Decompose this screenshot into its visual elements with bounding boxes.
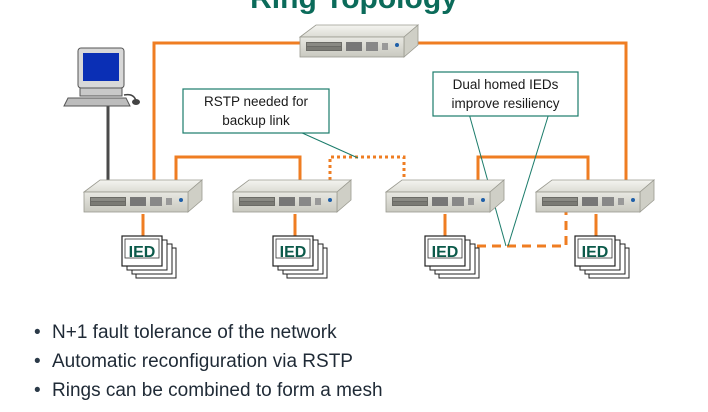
callout-dual-line2: improve resiliency bbox=[451, 96, 560, 111]
network-switch-icon bbox=[299, 24, 419, 58]
link-top-left bbox=[152, 41, 300, 190]
ring-topology-diagram: IED IED IED IED bbox=[63, 24, 655, 279]
bullet-item: •Rings can be combined to form a mesh bbox=[34, 376, 383, 405]
feature-bullet-list: •N+1 fault tolerance of the network •Aut… bbox=[34, 318, 383, 405]
link-sw1-sw2 bbox=[174, 155, 302, 182]
dual-homed-link-dashed bbox=[462, 212, 568, 248]
callout-rstp-line2: backup link bbox=[222, 113, 290, 128]
callout-dual-homed-text: Dual homed IEDs improve resiliency bbox=[433, 75, 578, 113]
bullet-item: •N+1 fault tolerance of the network bbox=[34, 318, 383, 347]
link-top-right bbox=[418, 41, 628, 190]
callout-rstp-box bbox=[182, 88, 330, 134]
callout-pointer-dual-a bbox=[467, 109, 507, 247]
desktop-computer-icon bbox=[63, 47, 140, 107]
callout-pointer-dual-b bbox=[507, 109, 551, 247]
link-sw3-sw4 bbox=[476, 155, 590, 182]
ied-label: IED bbox=[280, 244, 307, 261]
network-switch-icon bbox=[535, 179, 655, 213]
network-switch-icon bbox=[232, 179, 352, 213]
callout-dual-line1: Dual homed IEDs bbox=[452, 77, 559, 92]
callout-rstp-text: RSTP needed for backup link bbox=[183, 92, 329, 130]
bullet-icon: • bbox=[34, 351, 41, 372]
bullet-item: •Automatic reconfiguration via RSTP bbox=[34, 347, 383, 376]
ied-label: IED bbox=[432, 244, 459, 261]
page-title: Ring Topology bbox=[0, 0, 708, 16]
bullet-icon: • bbox=[34, 380, 41, 401]
network-switch-icon bbox=[83, 179, 203, 213]
network-switch-icon bbox=[385, 179, 505, 213]
callout-pointer-rstp bbox=[299, 131, 359, 159]
bullet-icon: • bbox=[34, 322, 41, 343]
ied-label: IED bbox=[582, 244, 609, 261]
callout-rstp-line1: RSTP needed for bbox=[203, 94, 309, 109]
callout-dual-homed-box bbox=[432, 71, 579, 117]
backup-link-dotted bbox=[328, 155, 406, 180]
ring-links bbox=[106, 41, 628, 240]
ied-label: IED bbox=[129, 244, 156, 261]
